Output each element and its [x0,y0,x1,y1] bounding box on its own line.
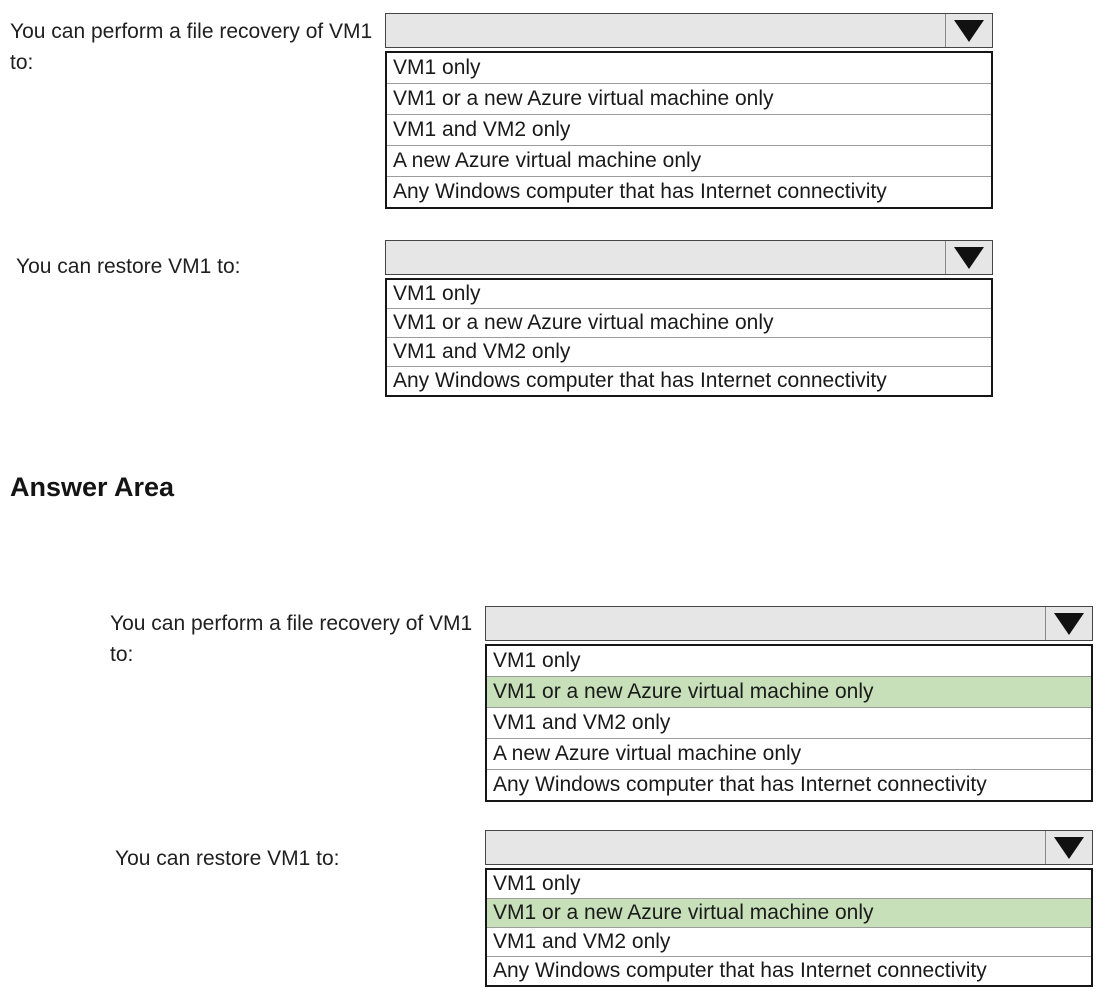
question-2-label: You can restore VM1 to: [16,255,241,278]
option-item[interactable]: Any Windows computer that has Internet c… [387,366,991,395]
answer-2-option-list: VM1 only VM1 or a new Azure virtual mach… [485,868,1093,987]
question-1-label: You can perform a file recovery of VM1 t… [10,20,373,74]
option-item[interactable]: VM1 and VM2 only [387,114,991,145]
dropdown-arrow-icon [1054,612,1084,635]
option-item[interactable]: VM1 only [487,646,1091,676]
option-item[interactable]: VM1 and VM2 only [387,337,991,366]
answer-2-dropdown[interactable] [485,830,1093,865]
option-item[interactable]: VM1 or a new Azure virtual machine only [387,308,991,337]
answer-1-dropdown-value[interactable] [486,607,1045,640]
question-2-option-list: VM1 only VM1 or a new Azure virtual mach… [385,278,993,397]
answer-1-option-list: VM1 only VM1 or a new Azure virtual mach… [485,644,1093,802]
question-1-dropdown-button[interactable] [945,14,992,47]
answer-1-dropdown[interactable] [485,606,1093,641]
dropdown-arrow-icon [954,246,984,269]
question-1-dropdown-value[interactable] [386,14,945,47]
dropdown-arrow-icon [954,19,984,42]
question-2-dropdown-value[interactable] [386,241,945,274]
answer-1-label: You can perform a file recovery of VM1 t… [110,612,473,666]
question-1-dropdown[interactable] [385,13,993,48]
option-item-highlighted[interactable]: VM1 or a new Azure virtual machine only [487,898,1091,927]
option-item[interactable]: VM1 only [487,870,1091,898]
answer-1-dropdown-button[interactable] [1045,607,1092,640]
option-item[interactable]: VM1 only [387,280,991,308]
option-item[interactable]: Any Windows computer that has Internet c… [487,769,1091,800]
answer-2-label: You can restore VM1 to: [115,847,340,870]
option-item[interactable]: VM1 and VM2 only [487,927,1091,956]
option-item[interactable]: A new Azure virtual machine only [387,145,991,176]
option-item[interactable]: VM1 or a new Azure virtual machine only [387,83,991,114]
question-2-dropdown[interactable] [385,240,993,275]
question-1-option-list: VM1 only VM1 or a new Azure virtual mach… [385,51,993,209]
answer-2-dropdown-button[interactable] [1045,831,1092,864]
option-item[interactable]: VM1 and VM2 only [487,707,1091,738]
option-item-highlighted[interactable]: VM1 or a new Azure virtual machine only [487,676,1091,707]
option-item[interactable]: Any Windows computer that has Internet c… [487,956,1091,985]
answer-area-heading: Answer Area [10,472,175,502]
question-2-dropdown-button[interactable] [945,241,992,274]
answer-2-dropdown-value[interactable] [486,831,1045,864]
option-item[interactable]: VM1 only [387,53,991,83]
option-item[interactable]: Any Windows computer that has Internet c… [387,176,991,207]
option-item[interactable]: A new Azure virtual machine only [487,738,1091,769]
dropdown-arrow-icon [1054,836,1084,859]
